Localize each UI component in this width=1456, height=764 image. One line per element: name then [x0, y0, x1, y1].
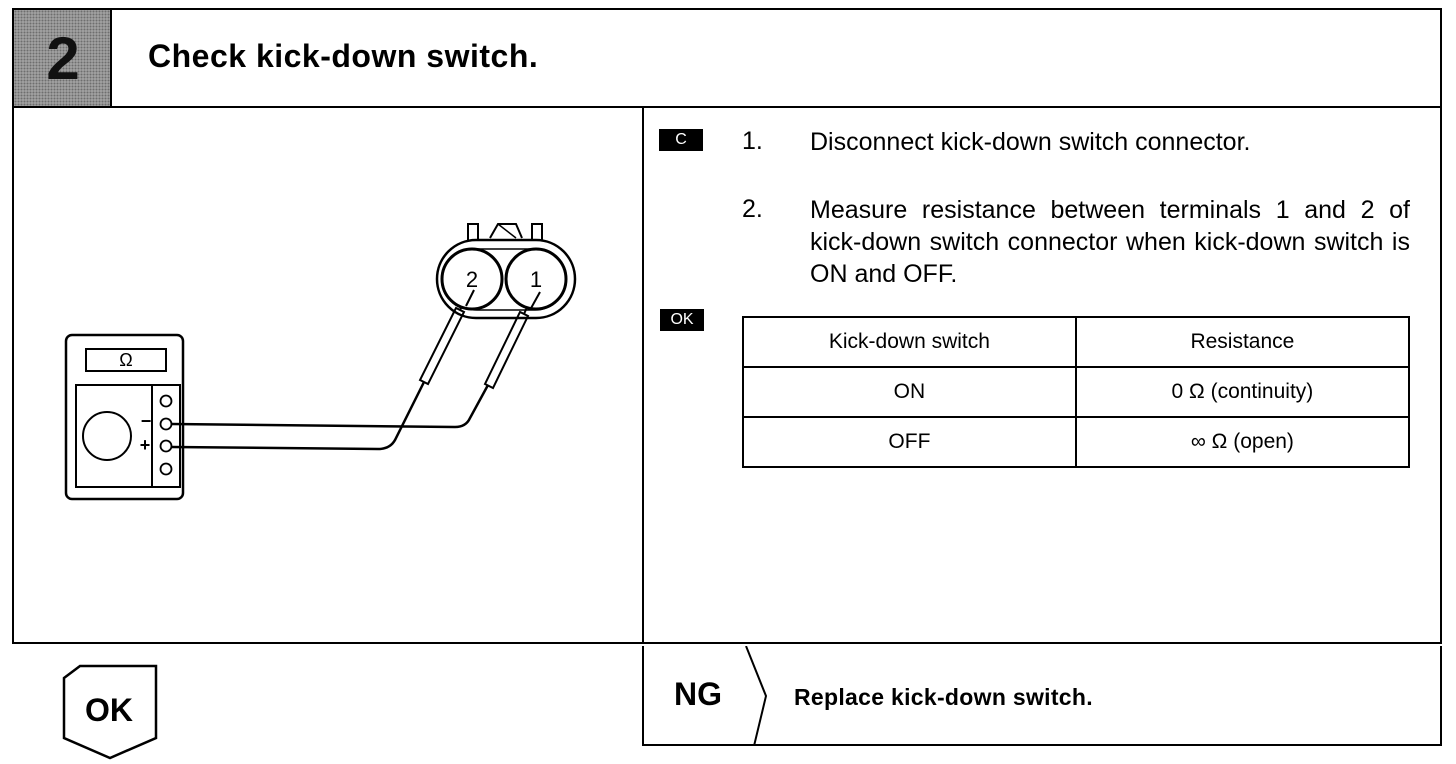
- chevron-right-icon: [745, 646, 768, 746]
- instruction-1-text: Disconnect kick-down switch connector.: [810, 128, 1251, 156]
- resistance-spec-table: Kick-down switch Resistance ON 0 Ω (cont…: [742, 316, 1411, 468]
- table-cell: 0 Ω (continuity): [1074, 366, 1411, 418]
- ohmmeter-illustration: Ω − +: [64, 333, 185, 501]
- table-header-cell: Kick-down switch: [742, 316, 1077, 368]
- terminal-2: [440, 247, 504, 311]
- table-header-cell: Resistance: [1074, 316, 1411, 368]
- tag-c-badge: C: [659, 129, 703, 151]
- terminal-1: [504, 247, 568, 311]
- kick-down-switch-connector: 2 1: [435, 223, 577, 320]
- ng-result-box: [642, 646, 1442, 746]
- table-header-row: Kick-down switch Resistance: [742, 316, 1411, 368]
- column-divider: [642, 106, 644, 644]
- instruction-2-number: 2.: [742, 195, 763, 223]
- instruction-2-text: Measure resistance between terminals 1 a…: [810, 196, 1410, 288]
- step-number: 2: [46, 24, 79, 92]
- plus-terminal-label: +: [140, 435, 151, 455]
- ohm-symbol: Ω: [119, 350, 132, 370]
- terminal-2-label: 2: [466, 267, 478, 292]
- test-leads: [171, 381, 490, 451]
- ohmmeter-connection-diagram: Ω − + 2 1: [64, 223, 577, 501]
- ng-label: NG: [674, 676, 722, 712]
- table-row: ON 0 Ω (continuity): [742, 366, 1411, 418]
- procedure-frame: [12, 8, 1442, 644]
- ok-down-arrow-icon: [62, 664, 158, 760]
- ng-action-text: Replace kick-down switch.: [794, 684, 1093, 710]
- meter-dial: [82, 411, 132, 461]
- terminal-1-label: 1: [530, 267, 542, 292]
- step-title: Check kick-down switch.: [148, 38, 539, 74]
- table-cell: ON: [742, 366, 1077, 418]
- minus-terminal-label: −: [141, 411, 152, 431]
- step-badge: 2: [14, 10, 112, 106]
- ok-label: OK: [85, 692, 133, 728]
- tag-ok-badge: OK: [660, 309, 704, 331]
- table-cell: OFF: [742, 416, 1077, 468]
- table-row: OFF ∞ Ω (open): [742, 416, 1411, 468]
- table-cell: ∞ Ω (open): [1074, 416, 1411, 468]
- header-divider: [12, 106, 1442, 108]
- instruction-1-number: 1.: [742, 127, 763, 155]
